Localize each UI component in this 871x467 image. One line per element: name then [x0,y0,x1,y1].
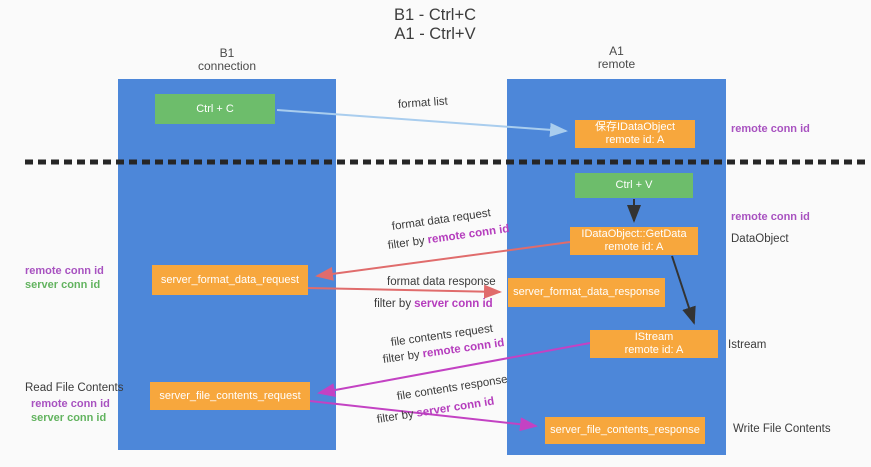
side-remote-conn-id-left-2: remote conn id [31,398,110,410]
lane-a1-role: remote [597,57,636,71]
lane-b1-name: B1 [219,46,235,60]
node-save-idataobject-line1: 保存IDataObject [594,121,676,133]
node-ctrl-c: Ctrl + C [155,94,275,124]
server-conn-id-highlight: server conn id [415,395,496,420]
filter-by-text: filter by [374,298,412,310]
diagram-title: B1 - Ctrl+C A1 - Ctrl+V [300,6,570,44]
node-getdata-line1: IDataObject::GetData [581,228,687,240]
node-server-format-data-request: server_format_data_request [152,265,308,295]
lane-b1-role: connection [197,59,257,73]
node-istream-line2: remote id: A [624,344,684,356]
node-getdata-line2: remote id: A [604,241,664,253]
node-file-request-label: server_file_contents_request [159,389,301,402]
filter-by-server-conn-id-label-2: filter byserver conn id [376,396,495,426]
lane-header-a1: A1 remote [507,45,726,71]
title-line-1: B1 - Ctrl+C [393,6,477,24]
filter-by-text: filter by [382,348,421,366]
node-server-file-contents-response: server_file_contents_response [545,417,705,444]
node-format-request-label: server_format_data_request [160,273,300,286]
node-ctrl-v-label: Ctrl + V [615,179,653,191]
format-list-label: format list [397,95,449,111]
node-server-file-contents-request: server_file_contents_request [150,382,310,410]
side-dataobject-label: DataObject [731,233,789,245]
node-save-idataobject: 保存IDataObject remote id: A [575,120,695,148]
node-server-format-data-response: server_format_data_response [508,278,665,307]
side-istream-label: Istream [728,339,767,351]
title-line-2: A1 - Ctrl+V [394,25,476,43]
side-server-conn-id-left-2: server conn id [31,412,107,424]
format-data-response-label: format data response [387,276,496,288]
node-ctrl-v: Ctrl + V [575,173,693,198]
side-remote-conn-id-top: remote conn id [731,123,810,135]
side-remote-conn-id-mid: remote conn id [731,211,810,223]
side-read-file-contents-label: Read File Contents [25,382,124,394]
format-data-response-arrow [307,284,502,299]
node-idataobject-getdata: IDataObject::GetData remote id: A [570,227,698,255]
filter-by-text: filter by [387,234,426,252]
node-istream-line1: IStream [634,331,674,343]
side-server-conn-id-left-1: server conn id [25,279,101,291]
lane-a1-name: A1 [609,44,624,58]
node-format-response-label: server_format_data_response [513,286,660,298]
side-remote-conn-id-left-1: remote conn id [25,265,104,277]
node-istream: IStream remote id: A [590,330,718,358]
node-file-response-label: server_file_contents_response [550,424,700,436]
server-conn-id-highlight: server conn id [414,298,493,310]
filter-by-text: filter by [376,408,415,426]
remote-conn-id-highlight: remote conn id [426,223,511,247]
node-save-idataobject-line2: remote id: A [605,134,665,146]
node-ctrl-c-label: Ctrl + C [196,102,234,115]
lane-header-b1: B1 connection [118,47,336,73]
side-write-file-contents-label: Write File Contents [733,423,831,435]
